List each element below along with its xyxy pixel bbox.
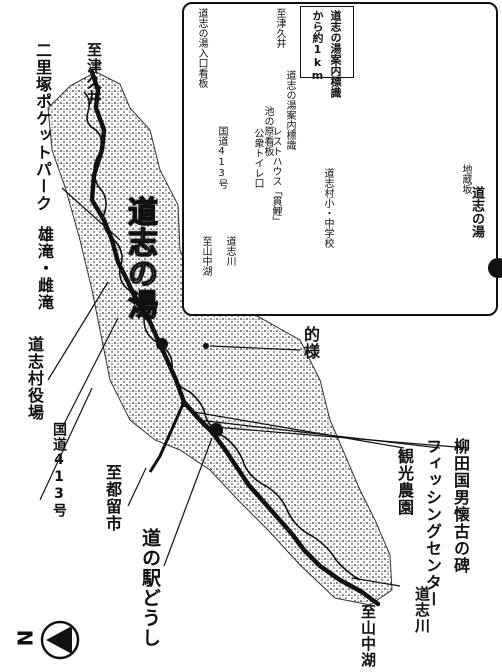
label-yanagita-monument: 柳田国男懐古の碑 (451, 438, 470, 574)
inset-doshi-no-yu-dot (488, 258, 502, 278)
doshi-no-yu-marker (156, 338, 168, 350)
inset-pond-sign-label: 池の原看板 (262, 106, 273, 156)
label-to-yamanakako: 至山中湖 (359, 604, 377, 668)
inset-title-box (300, 6, 354, 78)
inset-jizo-label: 地蔵坂 (460, 164, 471, 194)
label-nirizuka-park: 二里塚ポケットパーク (33, 42, 52, 212)
inset-route413-label: 国道413号 (216, 126, 227, 189)
label-to-tsukui: 至津久井 (85, 42, 103, 106)
north-arrow: N (4, 612, 84, 672)
leader-lines (39, 187, 469, 587)
inset-distance: から約1km (311, 10, 324, 82)
matogi-marker (203, 343, 209, 349)
inset-to-tsukui: 至津久井 (274, 8, 285, 48)
kanko-noen-marker (181, 401, 187, 407)
inset-title: 道志の湯案内標識 (329, 10, 342, 98)
label-kanko-noen: 観光農園 (395, 448, 414, 516)
north-label: N (12, 629, 37, 647)
village-area (47, 71, 393, 606)
label-doshi-no-yu: 道志の湯 (121, 195, 157, 320)
label-doshi-river: 道志川 (413, 586, 431, 634)
label-route413: 国道413号 (51, 422, 67, 518)
inset-doshi-no-yu-label: 道志の湯 (469, 186, 484, 238)
label-to-tsuru: 至都留市 (103, 464, 122, 532)
label-matogi: 的様 (301, 326, 320, 360)
inset-toilet-label: 公衆トイレ口 (252, 128, 263, 188)
inset-resthouse-label: レストハウス「貫鯉」 (270, 126, 281, 226)
inset-to-yamanakako: 至山中湖 (200, 236, 211, 276)
michi-no-eki-marker (209, 423, 223, 437)
label-michi-no-eki: 道の駅どうし (139, 528, 161, 648)
inset-guide-sign-label: 道志の湯案内標識 (284, 70, 295, 150)
inset-school-label: 道志村小・中学校 (322, 168, 333, 248)
inset-entrance-sign-label: 道志の湯入口看板 (196, 8, 207, 88)
inset-doshi-river: 道志川 (224, 236, 235, 266)
label-doshi-village-office: 道志村役場 (25, 336, 44, 421)
label-fishing-center: フィッシングセンター (423, 438, 442, 608)
road-to-tsuru (148, 401, 186, 473)
label-odaki-medaki: 雄滝・雌滝 (35, 226, 54, 311)
